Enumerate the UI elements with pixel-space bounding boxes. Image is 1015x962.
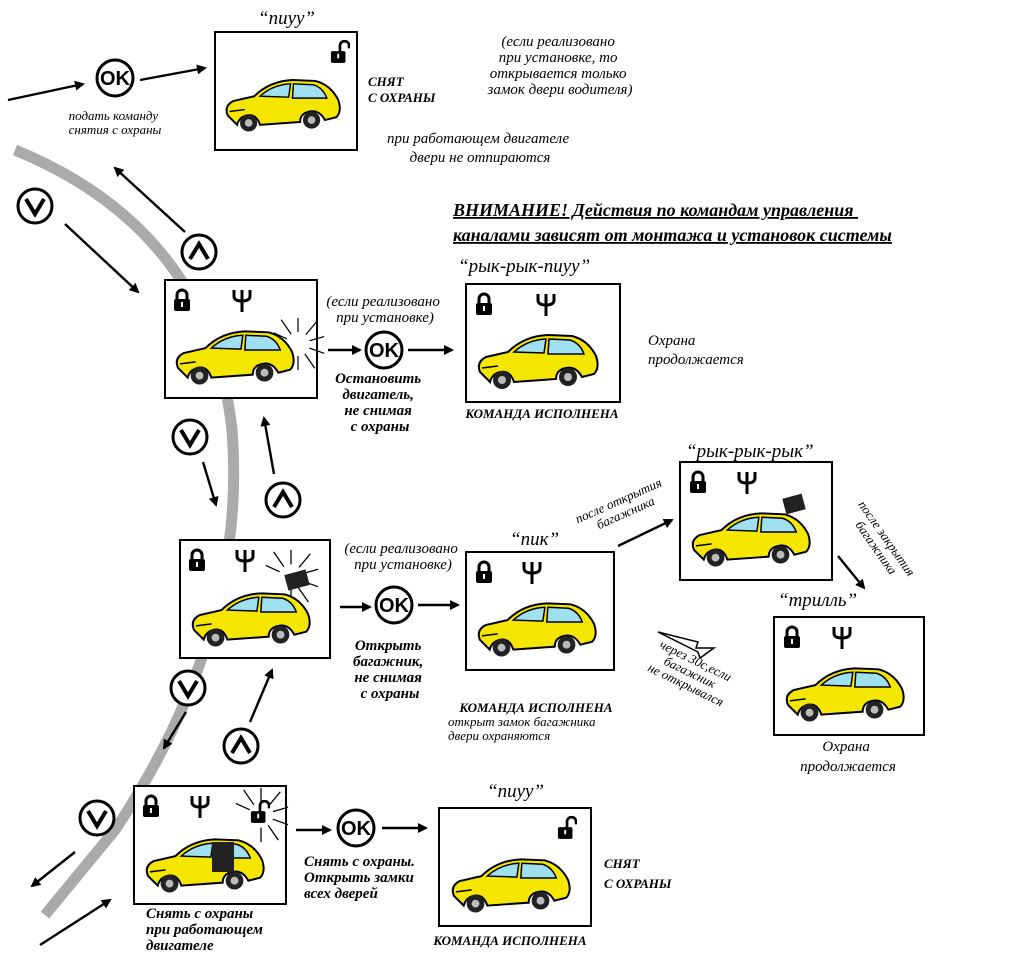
ok-button[interactable]: OK: [95, 58, 135, 98]
arrow-up-3: [248, 668, 274, 723]
arrow-up-1: [113, 166, 186, 233]
svg-text:OK: OK: [379, 595, 410, 617]
down-button[interactable]: [78, 799, 116, 837]
sound-label: “пик”: [510, 529, 559, 550]
if-implemented-note: (если реализовано при установке): [326, 294, 443, 326]
trunk-lid-icon: [782, 493, 806, 515]
remote-panel-disarm-bottom: [438, 807, 592, 927]
result-label: КОМАНДА ИСПОЛНЕНА: [464, 406, 619, 421]
arrow-down-3: [162, 711, 188, 750]
sound-label: “пиуу”: [258, 8, 315, 29]
ok-button[interactable]: OK: [374, 585, 414, 625]
svg-text:OK: OK: [341, 818, 372, 840]
stop-engine-label: Остановить двигатель, не снимая с охраны: [335, 371, 425, 435]
cmd-disarm-label: подать команду снятия с охраны: [69, 108, 162, 137]
remote-panel-engine-result: [465, 283, 621, 403]
arrow-down-2: [201, 461, 219, 507]
trunk-lid-icon: [284, 569, 310, 591]
engine-note: при работающем двигателе двери не отпира…: [387, 131, 573, 166]
down-button[interactable]: [16, 187, 54, 225]
status-disarmed: СНЯТ С ОХРАНЫ: [368, 74, 436, 105]
remote-panel-trunk-timeout: [773, 616, 925, 736]
disarm-open-label: Снять с охраны. Открыть замки всех двере…: [304, 854, 419, 902]
open-door-icon: [212, 842, 234, 872]
trunk-detail: открыт замок багажника двери охраняются: [448, 714, 599, 743]
if-implemented-note: (если реализовано при установке): [344, 541, 461, 573]
guard-continues: Охрана продолжается: [648, 333, 744, 368]
up-button[interactable]: [264, 481, 302, 519]
mode-track: [12, 144, 240, 919]
arrow-out-bottom: [30, 851, 76, 888]
arrow-in-top: [7, 80, 85, 102]
ok-button[interactable]: OK: [364, 330, 404, 370]
guard-continues: Охрана продолжается: [800, 739, 896, 775]
ok-button[interactable]: OK: [336, 808, 376, 848]
after-open-label: после открытия багажника: [573, 473, 673, 539]
remote-panel-trunk: [179, 539, 331, 659]
remote-panel-disarm-top: [214, 31, 358, 151]
remote-panel-engine: [164, 279, 325, 399]
up-button[interactable]: [222, 727, 260, 765]
arrow-down-1: [64, 223, 140, 294]
arrow-up-2: [260, 416, 276, 475]
arrow-after-close: [837, 555, 866, 590]
timeout-arrow: [657, 631, 717, 660]
arrow-to-panel-top: [139, 64, 207, 82]
status-disarmed: СНЯТ С ОХРАНЫ: [604, 856, 672, 891]
arrow-after-open: [617, 518, 674, 548]
svg-text:OK: OK: [369, 340, 400, 362]
disarm-running-label: Снять с охраны при работающем двигателе: [146, 906, 267, 954]
result-label: КОМАНДА ИСПОЛНЕНА: [432, 933, 587, 948]
top-note: (если реализовано при установке, то откр…: [486, 34, 632, 98]
sound-label: “рык-рык-рык”: [686, 441, 814, 462]
sound-label: “рык-рык-пиуу”: [458, 256, 590, 277]
svg-text:OK: OK: [100, 68, 131, 90]
remote-panel-disarm-running: [133, 785, 289, 905]
result-label: КОМАНДА ИСПОЛНЕНА: [458, 700, 613, 715]
sound-label: “трилль”: [778, 590, 857, 611]
remote-panel-trunk-opened: [679, 461, 833, 581]
up-button[interactable]: [180, 233, 218, 271]
arrow-in-bottom: [39, 898, 112, 947]
sound-label: “пиуу”: [487, 781, 544, 802]
down-button[interactable]: [169, 669, 207, 707]
warning-text: ВНИМАНИЕ! Действия по командам управлени…: [452, 200, 892, 245]
open-trunk-label: Открыть багажник, не снимая с охраны: [353, 638, 427, 702]
down-button[interactable]: [171, 418, 209, 456]
remote-panel-trunk-result: [465, 551, 615, 671]
